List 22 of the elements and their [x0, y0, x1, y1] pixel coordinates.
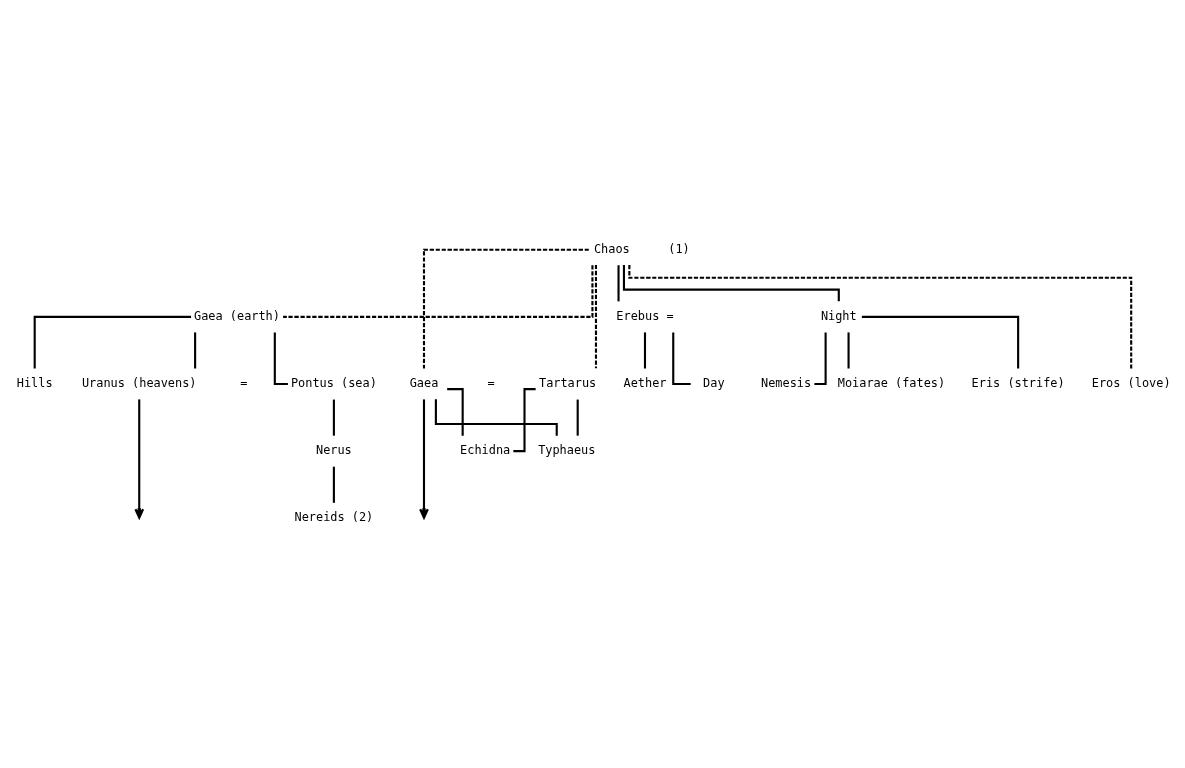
- node-text: Tartarus: [539, 376, 597, 391]
- label: (1): [668, 241, 690, 256]
- node-text: Pontus (sea): [290, 376, 377, 391]
- label: =: [240, 376, 248, 391]
- node-text: Eros (love): [1091, 376, 1171, 391]
- node-text: Aether: [623, 376, 667, 391]
- node-text: Uranus (heavens): [81, 376, 197, 391]
- node-text: Chaos: [593, 241, 630, 256]
- label: =: [487, 376, 495, 391]
- node-text: Moiarae (fates): [837, 376, 946, 391]
- node-text: Echidna: [460, 443, 511, 458]
- node-text: Nereids (2): [294, 510, 374, 525]
- node-text: Typhaeus: [538, 443, 596, 458]
- node-text: Erebus =: [616, 308, 674, 323]
- node-text: Night: [820, 308, 857, 323]
- node-text: Day: [703, 376, 725, 391]
- node-text: Hills: [16, 376, 53, 391]
- node-text: Eris (strife): [971, 376, 1065, 391]
- node-text: Nemesis: [761, 376, 812, 391]
- node-text: Gaea (earth): [194, 308, 280, 323]
- node-text: Nerus: [315, 443, 352, 458]
- node-text: Gaea: [409, 376, 439, 391]
